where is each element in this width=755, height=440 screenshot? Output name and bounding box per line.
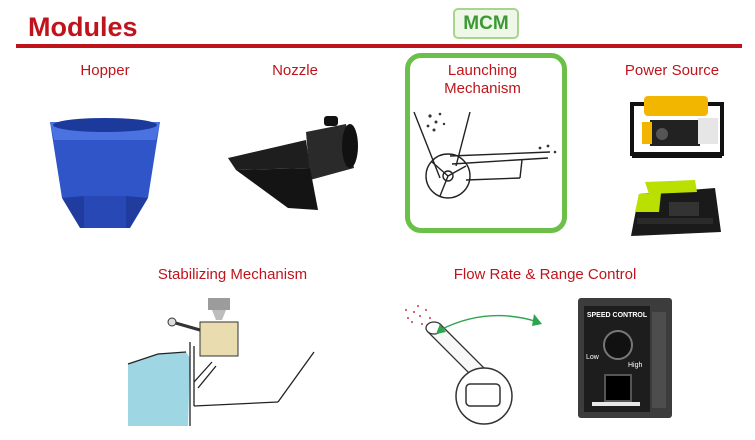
flow-rate-sketch <box>405 305 542 425</box>
speed-control-stripe <box>592 402 640 406</box>
power-source-label: Power Source <box>624 62 720 79</box>
speed-control-panel: SPEED CONTROL Low High <box>584 306 650 412</box>
battery-image <box>631 180 721 236</box>
speed-high-label: High <box>628 362 643 369</box>
rocker-switch <box>604 374 632 402</box>
speed-control-box: SPEED CONTROL Low High <box>578 298 672 418</box>
launching-mechanism-label: Launching Mechanism <box>444 62 521 97</box>
title-underline <box>16 44 742 48</box>
speed-control-side <box>652 312 666 408</box>
stabilizing-mechanism-label: Stabilizing Mechanism <box>157 266 308 283</box>
nozzle-image <box>228 116 358 210</box>
stabilizing-mechanism-sketch <box>127 298 315 426</box>
generator-image <box>630 96 724 158</box>
launching-mechanism-highlight <box>405 53 567 233</box>
speed-low-label: Low <box>586 354 599 361</box>
nozzle-label: Nozzle <box>272 62 318 79</box>
speed-control-title: SPEED CONTROL <box>586 312 648 319</box>
mcm-badge: MCM <box>453 8 519 39</box>
flow-rate-range-label: Flow Rate & Range Control <box>453 266 637 283</box>
hopper-image <box>50 118 160 228</box>
page-title: Modules <box>28 12 138 42</box>
hopper-label: Hopper <box>80 62 130 79</box>
launching-mechanism-sketch <box>413 111 557 199</box>
speed-knob <box>603 330 633 360</box>
